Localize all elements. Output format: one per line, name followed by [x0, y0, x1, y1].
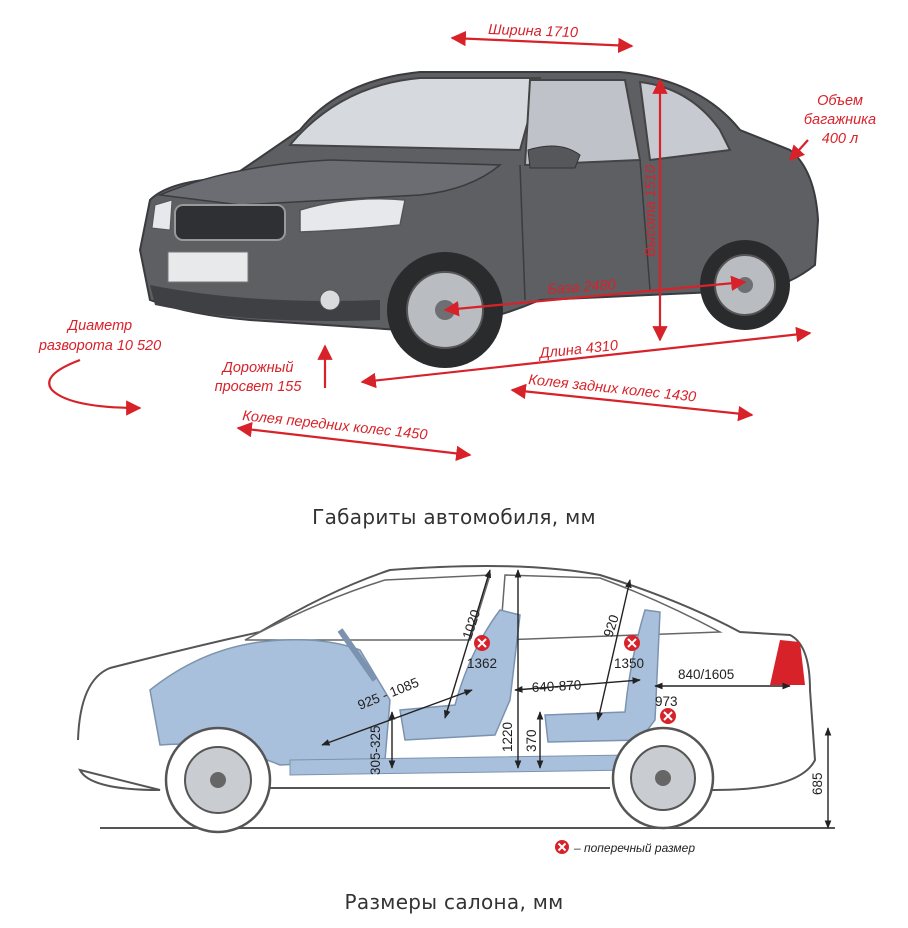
trunk-label-line2: багажника	[804, 112, 876, 128]
trunk-label-line3: 400 л	[822, 131, 858, 147]
trunk-label-line1: Объем	[817, 93, 863, 109]
interior-side-view	[77, 565, 835, 834]
width-label: Ширина 1710	[488, 22, 578, 41]
cross-marker-front	[474, 635, 490, 651]
cross-markers	[474, 635, 676, 854]
dim-640: 640-870	[531, 677, 581, 695]
dim-685: 685	[810, 772, 825, 795]
height-label: Высота 1510	[643, 165, 659, 257]
bottom-caption: Размеры салона, мм	[344, 890, 564, 914]
top-caption: Габариты автомобиля, мм	[312, 505, 596, 529]
legend-text: – поперечный размер	[573, 841, 695, 855]
clearance-label-line2: просвет 155	[215, 379, 303, 395]
dim-1220: 1220	[500, 722, 515, 752]
sedan-photo	[138, 71, 820, 368]
top-dimension-arrows	[48, 30, 812, 462]
turning-label-line2: разворота 10 520	[38, 338, 161, 354]
dim-305: 305-325	[368, 725, 383, 775]
interior-dimension-lines	[321, 569, 832, 829]
dim-840: 840/1605	[678, 667, 734, 682]
cross-marker-legend	[555, 840, 569, 854]
base-label: База 2480	[547, 277, 616, 298]
dim-920: 920	[601, 613, 622, 639]
dim-1350: 1350	[614, 656, 644, 671]
front-track-label: Колея передних колес 1450	[242, 408, 429, 443]
cross-marker-rear	[624, 635, 640, 651]
cross-marker-trunk	[660, 708, 676, 724]
turning-label-line1: Диаметр	[66, 318, 132, 334]
dim-1362: 1362	[467, 656, 497, 671]
dim-973: 973	[655, 694, 678, 709]
clearance-label-line1: Дорожный	[221, 360, 294, 376]
dim-370: 370	[524, 729, 539, 752]
